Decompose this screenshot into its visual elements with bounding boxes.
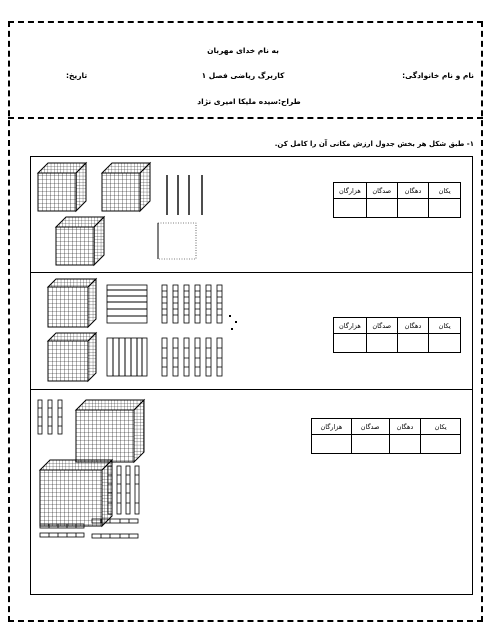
thousand-cube — [38, 458, 114, 528]
ten-rods — [37, 399, 63, 435]
header-hundreds: صدگان — [365, 182, 398, 199]
header-ones: یکان — [428, 317, 461, 334]
hundred-flat — [106, 284, 148, 324]
base-ten-blocks-3 — [37, 398, 146, 539]
answer-cell[interactable] — [333, 333, 367, 353]
name-label: نام و نام خانوادگی: — [402, 71, 474, 80]
date-label: تاریخ: — [66, 71, 88, 80]
header-hundreds: صدگان — [350, 418, 390, 435]
answer-cell[interactable] — [396, 333, 430, 353]
header-hundreds: صدگان — [365, 317, 398, 334]
designer-line: طراح:سیده ملیکا امیری نژاد — [197, 97, 301, 106]
header-thousands: هزارگان — [311, 418, 352, 435]
thousand-cube — [74, 398, 146, 464]
header-tens: دهگان — [396, 317, 430, 334]
place-value-table-3: یکان دهگان صدگان هزارگان — [311, 418, 461, 454]
thousand-cube — [46, 331, 98, 383]
header-thousands: هزارگان — [333, 182, 367, 199]
ten-rods — [161, 337, 223, 377]
hundred-flat — [157, 222, 197, 260]
header-thousands: هزارگان — [333, 317, 367, 334]
answer-cell[interactable] — [396, 198, 430, 218]
answer-cell[interactable] — [333, 198, 367, 218]
worksheet-border — [8, 21, 483, 622]
answer-cell[interactable] — [350, 434, 390, 454]
answer-cell[interactable] — [428, 198, 461, 218]
hundred-flat — [106, 337, 148, 377]
answer-cell[interactable] — [365, 198, 398, 218]
base-ten-blocks-2 — [46, 277, 237, 383]
question-text: ۱- طبق شکل هر بخش جدول ارزش مکانی آن را … — [274, 140, 474, 148]
place-value-table-2: یکان دهگان صدگان هزارگان — [333, 317, 461, 353]
header-divider — [8, 117, 483, 119]
answer-cell[interactable] — [420, 434, 461, 454]
base-ten-blocks-1 — [36, 161, 203, 267]
header-ones: یکان — [428, 182, 461, 199]
answer-cell[interactable] — [365, 333, 398, 353]
header-tens: دهگان — [396, 182, 430, 199]
thousand-cube — [46, 277, 98, 329]
exercise-frame — [30, 156, 473, 595]
header-ones: یکان — [420, 418, 461, 435]
ten-rods — [166, 175, 203, 215]
header-tens: دهگان — [388, 418, 422, 435]
answer-cell[interactable] — [311, 434, 352, 454]
answer-cell[interactable] — [428, 333, 461, 353]
thousand-cube — [54, 215, 106, 267]
ten-rods — [107, 465, 140, 515]
section-divider — [30, 272, 473, 273]
worksheet-title: کاربرگ ریاضی فصل ۱ — [201, 71, 285, 80]
ten-rods — [39, 518, 139, 539]
answer-cell[interactable] — [388, 434, 422, 454]
thousand-cube — [100, 161, 152, 213]
thousand-cube — [36, 161, 88, 213]
place-value-table-1: یکان دهگان صدگان هزارگان — [333, 182, 461, 218]
ten-rods — [161, 284, 223, 324]
unit-cubes — [229, 315, 237, 330]
bismillah: به نام خدای مهربان — [207, 46, 279, 55]
section-divider — [30, 389, 473, 390]
